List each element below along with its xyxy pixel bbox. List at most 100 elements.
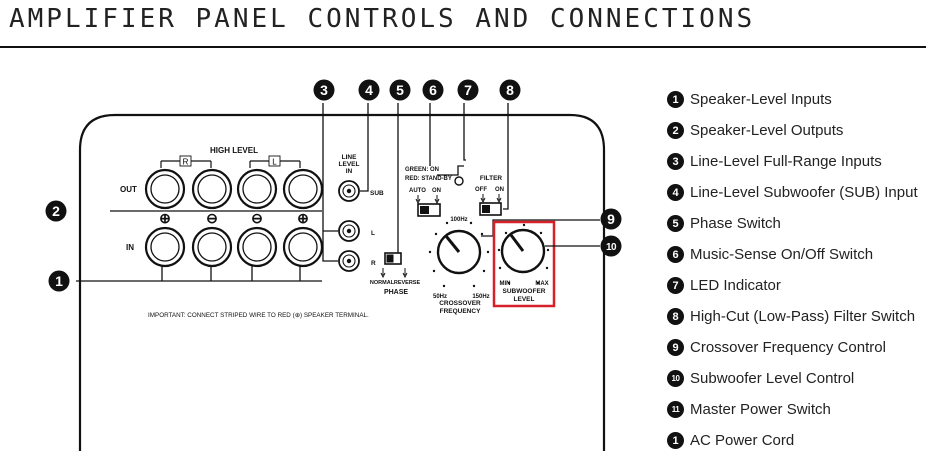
legend-item: 2 Speaker-Level Outputs (667, 115, 918, 146)
svg-text:7: 7 (464, 82, 472, 98)
hz100-label: 100Hz (450, 217, 467, 223)
number-badge-icon: 3 (667, 153, 684, 170)
title-rule (0, 46, 926, 48)
number-badge-icon: 11 (667, 401, 684, 418)
polarity-symbol: ⊖ (251, 210, 263, 226)
channel-r-bracket: R (160, 155, 212, 168)
high-level-label: HIGH LEVEL (210, 146, 258, 155)
input-terminal[interactable] (191, 226, 233, 268)
sub-label: SUB (370, 190, 384, 197)
hz150-label: 150Hz (472, 294, 489, 300)
callout-2-icon: 2 (45, 200, 67, 222)
legend-list: 1 Speaker-Level Inputs 2 Speaker-Level Outp… (667, 84, 918, 456)
important-note: IMPORTANT: CONNECT STRIPED WIRE TO RED (… (148, 312, 369, 319)
rca-jack-sub[interactable] (338, 180, 360, 202)
callout-5-icon: 5 (389, 79, 411, 101)
output-terminal[interactable] (144, 168, 186, 210)
legend-label: LED Indicator (690, 277, 781, 294)
channel-r-label: R (183, 158, 189, 167)
legend-item: 7 LED Indicator (667, 270, 918, 301)
legend-item: 3 Line-Level Full-Range Inputs (667, 146, 918, 177)
in-label: IN (126, 243, 134, 252)
legend-label: Master Power Switch (690, 401, 831, 418)
callout-10-icon: 10 (600, 235, 622, 257)
polarity-symbol: ⊕ (297, 210, 309, 226)
number-badge-icon: 4 (667, 184, 684, 201)
legend-label: Line-Level Full-Range Inputs (690, 153, 882, 170)
svg-text:3: 3 (320, 82, 328, 98)
red-standby-label: RED: STAND-BY (405, 176, 452, 182)
on-label: ON (432, 188, 441, 194)
hz50-label: 50Hz (433, 294, 447, 300)
legend-label: Speaker-Level Inputs (690, 91, 832, 108)
legend-item: 1 AC Power Cord (667, 425, 918, 456)
number-badge-icon: 8 (667, 308, 684, 325)
svg-text:9: 9 (607, 211, 615, 227)
music-sense-switch[interactable] (417, 203, 441, 217)
input-terminal[interactable] (144, 226, 186, 268)
reverse-label: REVERSE (394, 280, 421, 286)
rca-jack-l[interactable] (338, 220, 360, 242)
filter-label: FILTER (480, 175, 503, 182)
input-terminal[interactable] (282, 226, 324, 268)
callout-7-icon: 7 (457, 79, 479, 101)
rca-jack-r[interactable] (338, 250, 360, 272)
legend-label: Speaker-Level Outputs (690, 122, 844, 139)
number-badge-icon: 2 (667, 122, 684, 139)
svg-text:4: 4 (365, 82, 373, 98)
output-terminal[interactable] (191, 168, 233, 210)
normal-label: NORMAL (370, 280, 395, 286)
svg-text:10: 10 (606, 242, 617, 253)
filter-on-label: ON (495, 187, 504, 193)
output-terminal[interactable] (236, 168, 278, 210)
subwoofer-level-label: SUBWOOFER (503, 288, 546, 295)
max-label: MAX (535, 281, 548, 287)
input-terminal[interactable] (236, 226, 278, 268)
legend-label: High-Cut (Low-Pass) Filter Switch (690, 308, 916, 325)
callout-4-icon: 4 (358, 79, 380, 101)
svg-text:1: 1 (55, 273, 63, 289)
legend-label: Line-Level Subwoofer (SUB) Input (690, 184, 918, 201)
legend-item: 10 Subwoofer Level Control (667, 363, 918, 394)
line-level-label: LINE (342, 154, 357, 161)
legend-label: Subwoofer Level Control (690, 370, 855, 387)
svg-text:2: 2 (52, 203, 60, 219)
number-badge-icon: 1 (667, 91, 684, 108)
number-badge-icon: 9 (667, 339, 684, 356)
page-title: AMPLIFIER PANEL CONTROLS AND CONNECTIONS (9, 4, 756, 34)
legend-item: 11 Master Power Switch (667, 394, 918, 425)
callout-3-icon: 3 (313, 79, 335, 101)
line-level-label: IN (346, 168, 353, 175)
svg-text:8: 8 (506, 82, 514, 98)
legend-label: Music-Sense On/Off Switch (690, 246, 874, 263)
callout-8-icon: 8 (499, 79, 521, 101)
crossover-knob[interactable] (436, 229, 482, 275)
output-terminal[interactable] (282, 168, 324, 210)
number-badge-icon: 10 (667, 370, 684, 387)
phase-switch[interactable] (384, 252, 402, 265)
subwoofer-highlight-box (492, 220, 556, 308)
svg-text:6: 6 (429, 82, 437, 98)
subwoofer-level-knob[interactable] (500, 228, 546, 274)
channel-l-bracket: L (249, 155, 301, 168)
number-badge-icon: 1 (667, 432, 684, 449)
level-dial-ticks (497, 223, 550, 285)
subwoofer-level-label: LEVEL (514, 296, 535, 303)
legend-item: 5 Phase Switch (667, 208, 918, 239)
phase-label: PHASE (384, 289, 408, 296)
amplifier-panel-diagram: HIGH LEVEL R L OUT IN ⊕ ⊖ (45, 79, 622, 451)
number-badge-icon: 7 (667, 277, 684, 294)
legend-label: Phase Switch (690, 215, 781, 232)
number-badge-icon: 5 (667, 215, 684, 232)
callout-1-icon: 1 (48, 270, 70, 292)
filter-switch[interactable] (479, 202, 502, 216)
out-label: OUT (120, 185, 137, 194)
legend-item: 4 Line-Level Subwoofer (SUB) Input (667, 177, 918, 208)
green-on-label: GREEN: ON (405, 167, 439, 173)
polarity-symbol: ⊕ (159, 210, 171, 226)
led-indicator (454, 176, 464, 186)
callout-6-icon: 6 (422, 79, 444, 101)
legend-label: AC Power Cord (690, 432, 795, 449)
